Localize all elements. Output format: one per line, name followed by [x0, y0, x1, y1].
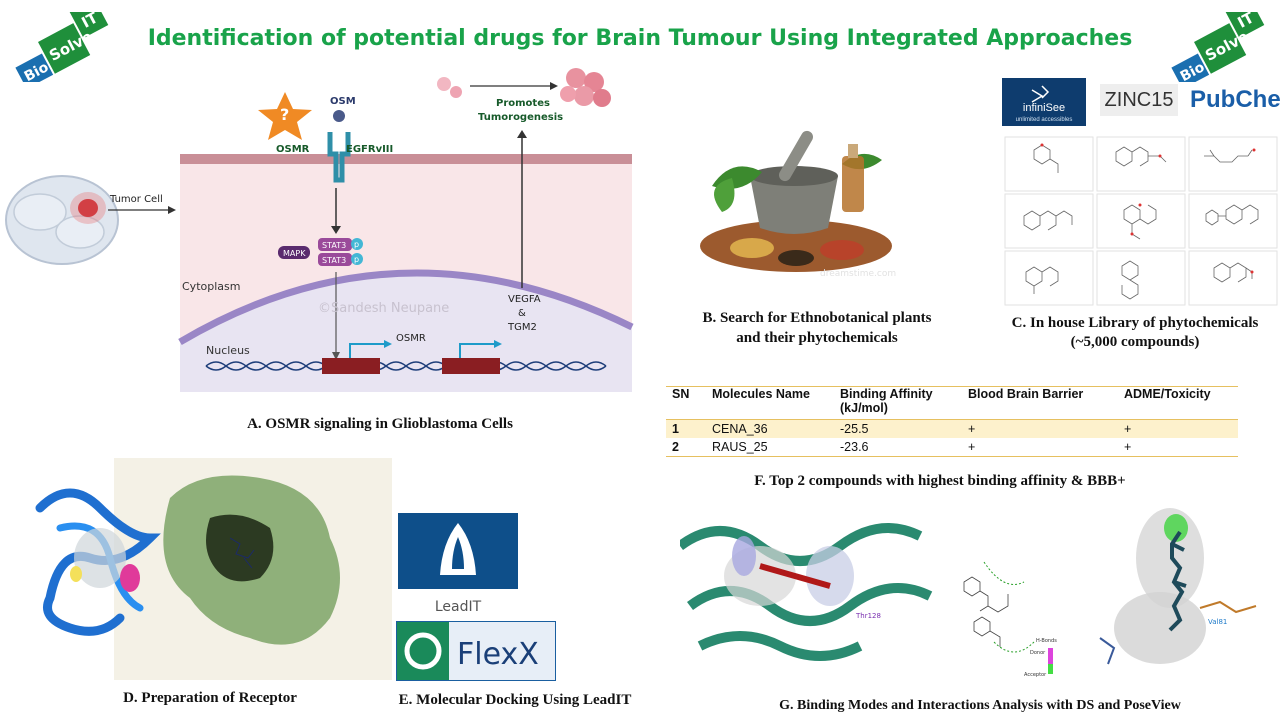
- svg-text:p: p: [354, 255, 359, 264]
- gene-osmr-label: OSMR: [396, 333, 426, 344]
- panel-g-poseview-2d-image: H-Bonds Donor Acceptor: [944, 552, 1066, 680]
- panel-b-caption: B. Search for Ethnobotanical plants and …: [702, 310, 932, 346]
- osm-label: OSM: [330, 96, 356, 107]
- tumor-cluster-icon: [437, 68, 611, 107]
- panel-e-caption: E. Molecular Docking Using LeadIT: [398, 692, 632, 708]
- star-icon: [258, 92, 312, 140]
- col-molecule: Molecules Name: [712, 387, 810, 401]
- promotes-label: Promotes: [496, 98, 550, 109]
- cytoplasm-label: Cytoplasm: [182, 280, 240, 293]
- svg-text:p: p: [354, 240, 359, 249]
- panel-f-caption: F. Top 2 compounds with highest binding …: [754, 473, 1126, 489]
- svg-text:infiniSee: infiniSee: [1023, 102, 1065, 114]
- tgm2-label: TGM2: [507, 322, 537, 333]
- stat3-label-b: STAT3: [322, 256, 346, 265]
- page-title: Identification of potential drugs for Br…: [147, 26, 1133, 51]
- panel-g-binding-3d-image: Thr128: [677, 516, 936, 662]
- svg-text:&: &: [518, 308, 526, 319]
- svg-text:FlexX: FlexX: [457, 637, 539, 672]
- panel-c-caption: C. In house Library of phytochemicals (~…: [1011, 315, 1259, 350]
- panel-b-herbs-image: dreamstime.com: [692, 116, 898, 284]
- col-bbb: Blood Brain Barrier: [968, 387, 1084, 401]
- vegfa-label: VEGFA: [508, 294, 541, 305]
- svg-text:H-Bonds: H-Bonds: [1036, 638, 1057, 644]
- col-binding-affinity: Binding Affinity (kJ/mol): [840, 387, 933, 415]
- watermark-b: dreamstime.com: [820, 269, 896, 279]
- table-header-row: SN Molecules Name Binding Affinity (kJ/m…: [666, 386, 1238, 420]
- tumorogenesis-label: Tumorogenesis: [478, 112, 563, 123]
- table-row: 2 RAUS_25 -23.6 + +: [666, 438, 1238, 457]
- stat3-label-a: STAT3: [322, 241, 346, 250]
- panel-g-ligand-surface-image: Val81: [1080, 498, 1276, 682]
- panel-d-caption: D. Preparation of Receptor: [123, 690, 297, 706]
- flexx-logo: FlexX: [396, 621, 556, 681]
- osmr-receptor-label: OSMR: [276, 144, 310, 155]
- watermark-text: ©Sandesh Neupane: [318, 301, 449, 316]
- col-sn: SN: [672, 387, 690, 401]
- panel-a-caption: A. OSMR signaling in Glioblastoma Cells: [247, 416, 513, 432]
- table-row: 1 CENA_36 -25.5 + +: [666, 419, 1238, 438]
- svg-text:Donor: Donor: [1030, 650, 1046, 656]
- nucleus-label: Nucleus: [206, 344, 250, 357]
- svg-text:LeadIT: LeadIT: [435, 599, 482, 615]
- panel-g-caption: G. Binding Modes and Interactions Analys…: [779, 698, 1181, 713]
- compound-library-grid: [1004, 136, 1278, 306]
- residue-label-thr128: Thr128: [855, 612, 881, 620]
- infinisee-logo: infiniSee unlimited accessibles: [1002, 78, 1086, 126]
- biosolveit-logo-right: Bio Solve IT: [1168, 0, 1276, 89]
- panel-d-receptor-image: [30, 458, 392, 680]
- svg-text:unlimited accessibles: unlimited accessibles: [1016, 117, 1073, 123]
- zinc15-logo: ZINC15: [1100, 84, 1178, 116]
- residue-label-val81: Val81: [1208, 618, 1227, 626]
- egfr-label: EGFRvIII: [346, 144, 393, 155]
- col-adme: ADME/Toxicity: [1124, 387, 1211, 401]
- leadit-logo: LeadIT: [398, 513, 518, 619]
- panel-a-osmr-signaling: Tumor Cell ? OSM OSMR EGFRvIII MAPK STAT…: [0, 62, 640, 394]
- svg-text:?: ?: [280, 105, 289, 124]
- svg-text:Acceptor: Acceptor: [1024, 672, 1047, 678]
- tumor-cell-label: Tumor Cell: [109, 194, 163, 205]
- brain-icon: [5, 175, 119, 265]
- top-compounds-table: SN Molecules Name Binding Affinity (kJ/m…: [666, 386, 1238, 457]
- mapk-label: MAPK: [283, 249, 306, 258]
- pubchem-logo: PubChem: [1190, 86, 1280, 113]
